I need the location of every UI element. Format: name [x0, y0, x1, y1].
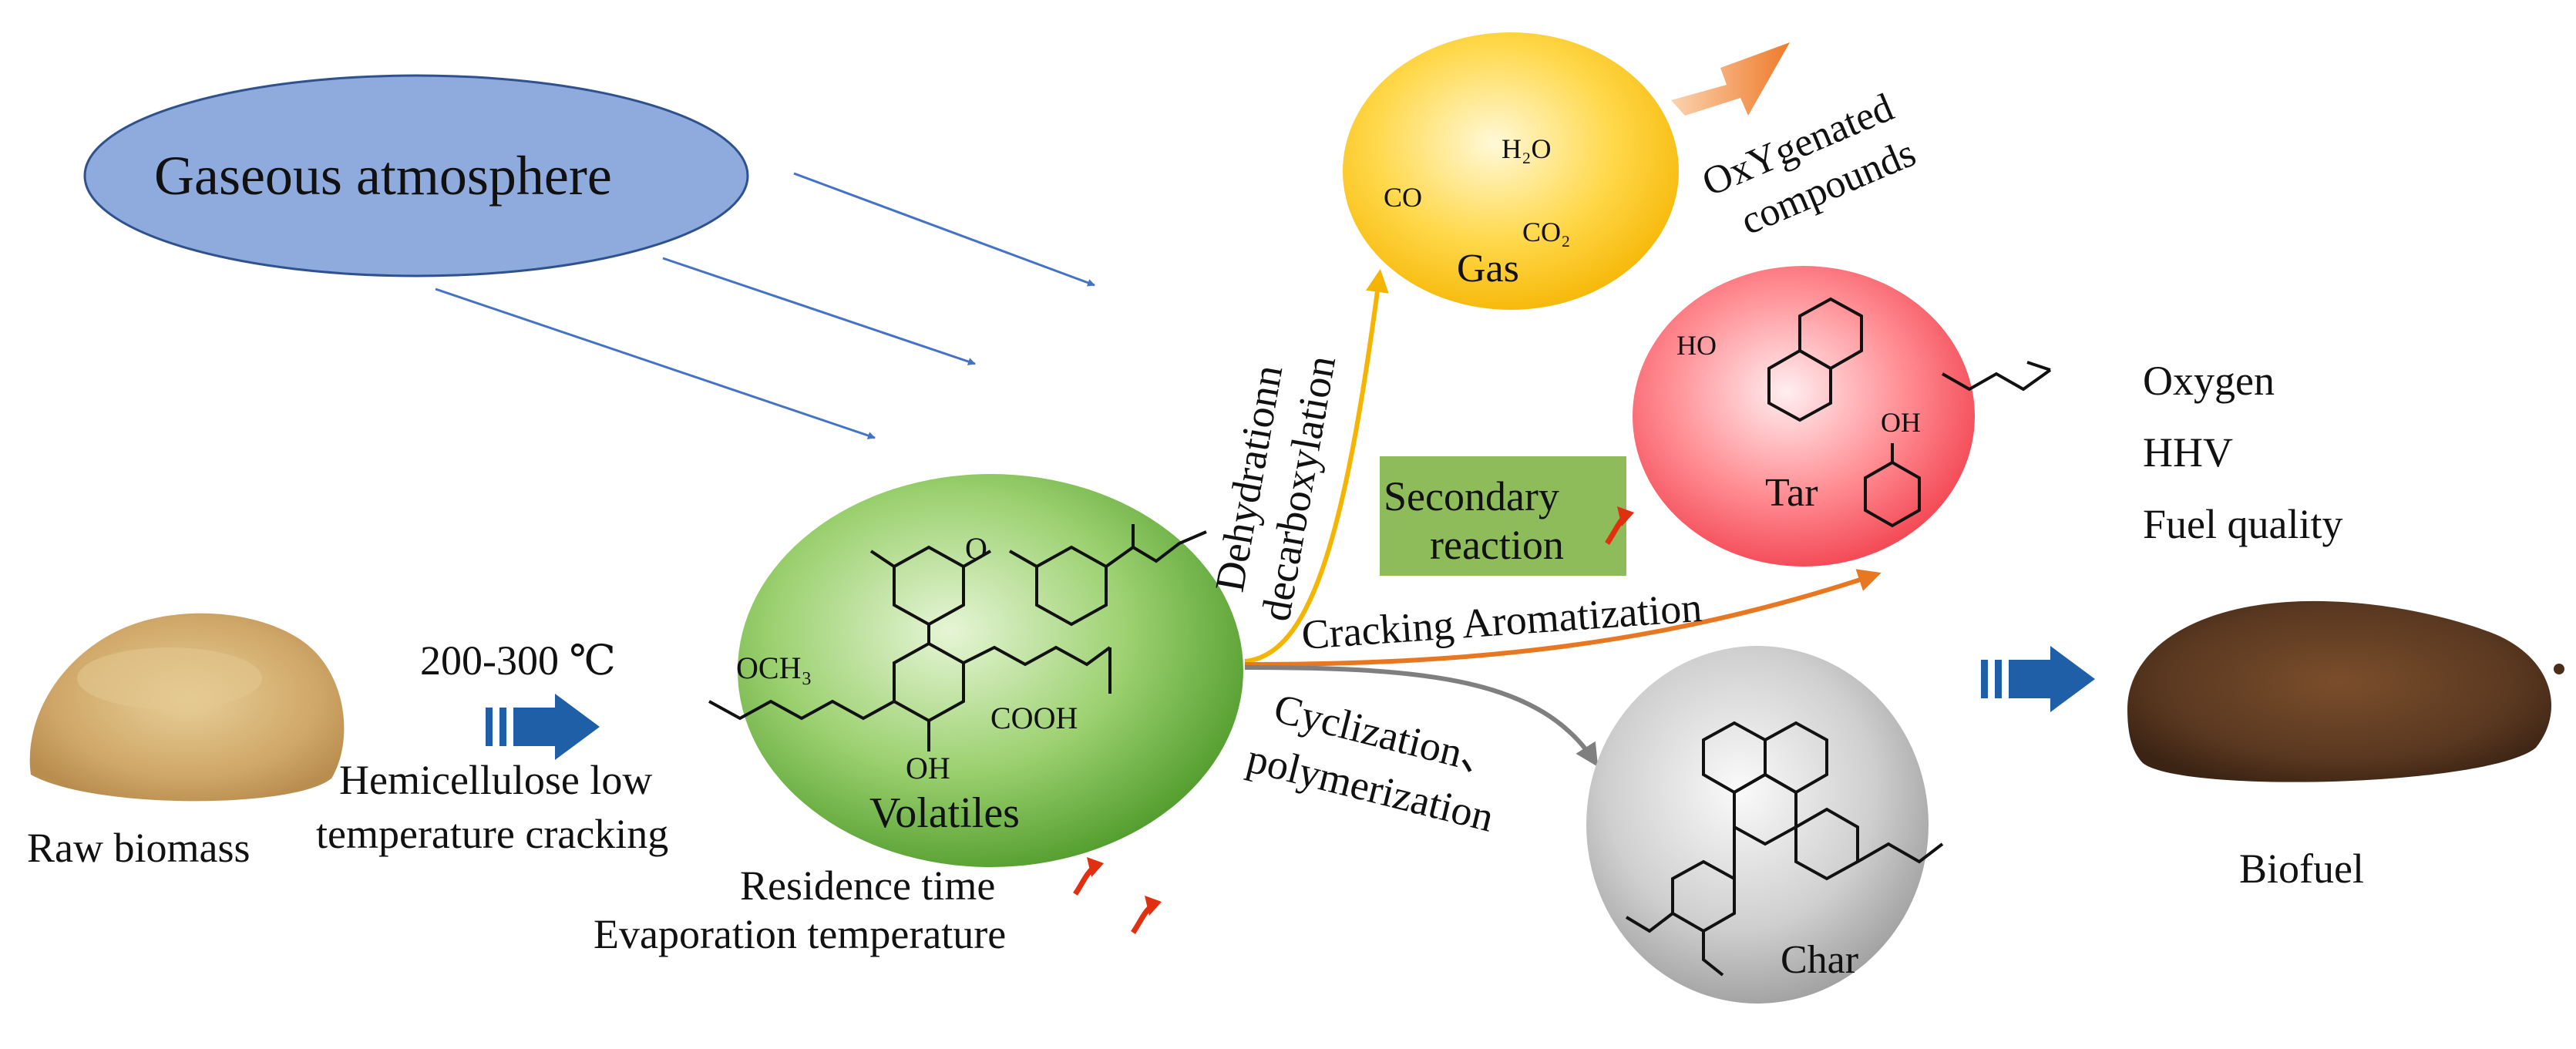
phenol-hydroxyl-group: OH: [1881, 407, 1921, 438]
cracking-arrow: [1244, 569, 1882, 667]
volatiles-node: O OCH₃ COOH OH Volatiles: [708, 474, 1243, 867]
gaseous-atmosphere-label: Gaseous atmosphere: [154, 145, 612, 207]
oxygenated-arrow: [1671, 42, 1790, 116]
process-arrow-right: [1981, 646, 2095, 712]
process-arrow-left: [486, 694, 600, 760]
tar-molecules: [1767, 297, 2052, 528]
up-arrow-icon: [1605, 506, 1634, 545]
tar-label: Tar: [1765, 471, 1818, 515]
char-molecule: [1625, 721, 1944, 977]
water-molecule: H₂O: [1502, 133, 1552, 164]
raw-biomass-label: Raw biomass: [27, 825, 251, 871]
secondary-reaction-box: Secondary reaction: [1380, 456, 1634, 576]
atmosphere-arrow: [793, 172, 1095, 287]
property-oxygen: Oxygen: [2143, 358, 2275, 404]
carboxyl-group: COOH: [990, 701, 1078, 735]
tar-hydroxyl-group: HO: [1676, 330, 1717, 361]
temperature-label: 200-300 ℃: [420, 637, 616, 684]
up-arrow-icon: [1131, 896, 1162, 934]
tar-node: HO OH Tar: [1633, 266, 2052, 567]
secondary-label-line2: reaction: [1430, 522, 1564, 568]
property-fuel-quality: Fuel quality: [2143, 501, 2342, 547]
hemicellulose-label-line2: temperature cracking: [316, 811, 668, 857]
volatiles-label: Volatiles: [869, 789, 1020, 837]
up-arrow-icon: [1073, 857, 1104, 896]
gas-label: Gas: [1457, 247, 1519, 291]
hemicellulose-label-line1: Hemicellulose low: [339, 757, 652, 803]
property-hhv: HHV: [2143, 429, 2233, 476]
methoxy-group: OCH₃: [736, 651, 812, 685]
char-node: Char: [1586, 646, 1944, 1004]
atmosphere-arrow: [435, 287, 876, 439]
atmosphere-arrows: [435, 172, 1095, 439]
atmosphere-arrow: [662, 257, 976, 365]
gas-node: H₂O CO CO₂ Gas: [1343, 32, 1679, 310]
evaporation-temperature-label: Evaporation temperature: [594, 911, 1006, 957]
dehydration-arrow: [1244, 269, 1389, 664]
co-molecule: CO: [1384, 182, 1422, 213]
gaseous-atmosphere: Gaseous atmosphere: [83, 74, 749, 277]
hydroxyl-group: OH: [906, 751, 950, 785]
secondary-label-line1: Secondary: [1384, 473, 1559, 519]
raw-biomass-image: [29, 613, 345, 802]
co2-molecule: CO₂: [1522, 217, 1571, 247]
svg-text:O: O: [965, 531, 987, 566]
cracking-aromatization-label: Cracking Aromatization: [1300, 584, 1703, 658]
cyclization-arrow: [1244, 665, 1599, 768]
biofuel-label: Biofuel: [2239, 846, 2364, 892]
residence-time-label: Residence time: [740, 862, 995, 909]
biofuel-image: [2127, 600, 2564, 782]
char-label: Char: [1781, 938, 1858, 982]
volatiles-molecule: [708, 524, 1207, 751]
